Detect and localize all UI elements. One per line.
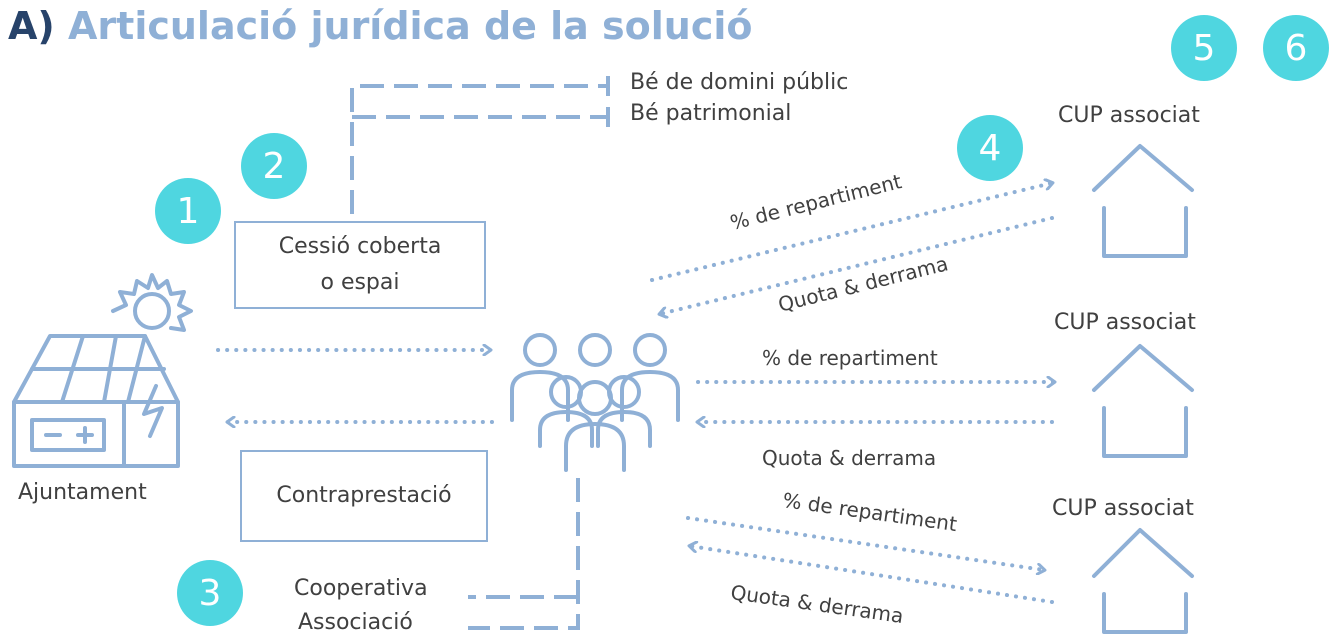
step-badge-6: 6	[1263, 15, 1329, 81]
dashed-line-entity	[468, 478, 580, 630]
cup-label-2: CUP associat	[1054, 310, 1196, 335]
cession-line-1: Cessió coberta	[278, 234, 442, 259]
cup-label-1: CUP associat	[1058, 103, 1200, 128]
house-icon	[1092, 344, 1194, 458]
flow-share-label-2: % de repartiment	[762, 346, 938, 370]
flow-fee-label-2: Quota & derrama	[762, 446, 937, 470]
flow-share-3	[686, 516, 1044, 570]
page-title: A) Articulació jurídica de la solució	[8, 4, 753, 48]
cooperative-label: Cooperativa	[294, 576, 428, 601]
house-icon	[1092, 528, 1194, 634]
cession-line-2: o espai	[320, 270, 400, 295]
association-label: Associació	[298, 610, 413, 635]
solar-house-icon	[12, 273, 193, 468]
step-badge-5: 5	[1171, 15, 1237, 81]
asset-public-label: Bé de domini públic	[630, 70, 849, 95]
house-icon	[1092, 144, 1194, 258]
title-text: Articulació jurídica de la solució	[68, 4, 753, 48]
dashed-line-public	[350, 84, 608, 214]
community-group-icon	[510, 333, 680, 472]
step-badge-1: 1	[155, 178, 221, 244]
flow-fee-1	[660, 216, 1054, 314]
flow-fee-3	[690, 546, 1054, 604]
step-badge-3: 3	[177, 560, 243, 626]
counterpart-box: Contraprestació	[240, 450, 488, 542]
step-badge-4: 4	[957, 115, 1023, 181]
cession-box: Cessió coberta o espai	[234, 221, 486, 309]
title-letter: A)	[8, 4, 55, 48]
step-badge-2: 2	[241, 133, 307, 199]
asset-patrimonial-label: Bé patrimonial	[630, 101, 792, 126]
cup-label-3: CUP associat	[1052, 496, 1194, 521]
municipality-label: Ajuntament	[18, 480, 147, 505]
